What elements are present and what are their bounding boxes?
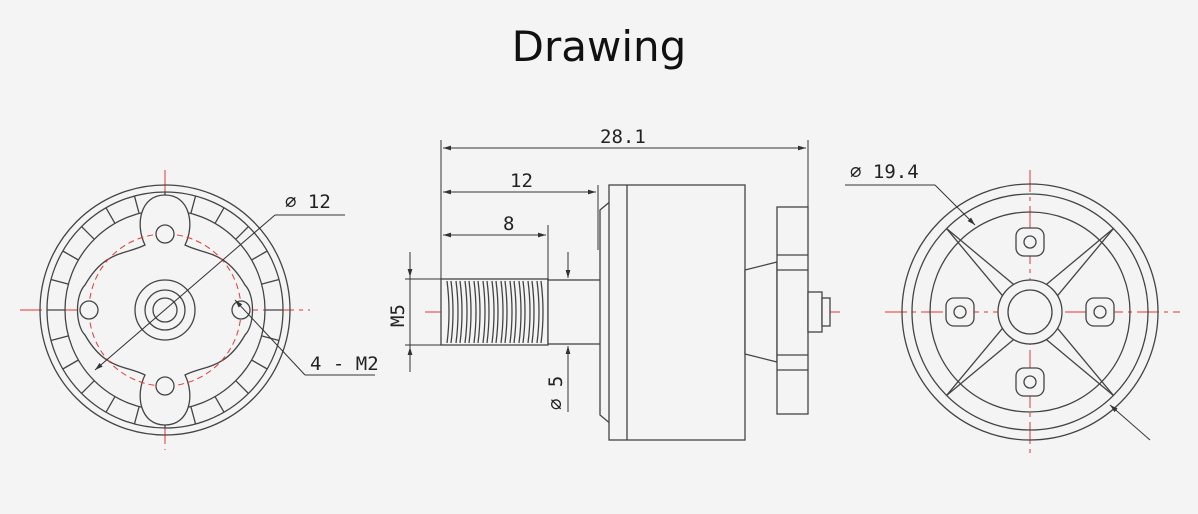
front-diameter-label: ⌀ 12 [285,191,331,213]
mounting-holes-label: 4 - M2 [310,353,379,375]
shaft-length-label: 12 [510,170,533,192]
thread-label: M5 [387,304,409,327]
rear-view: ⌀ 19.4 [845,161,1180,455]
page-title: Drawing [511,22,687,71]
shaft-diameter-label: ⌀ 5 [545,376,567,410]
side-view: 28.1 12 8 M5 ⌀ 5 [387,126,840,441]
front-view: ⌀ 12 4 - M2 [20,170,379,450]
rear-diameter-label: ⌀ 19.4 [850,161,919,183]
thread-length-label: 8 [503,213,514,235]
overall-length-label: 28.1 [600,126,646,148]
